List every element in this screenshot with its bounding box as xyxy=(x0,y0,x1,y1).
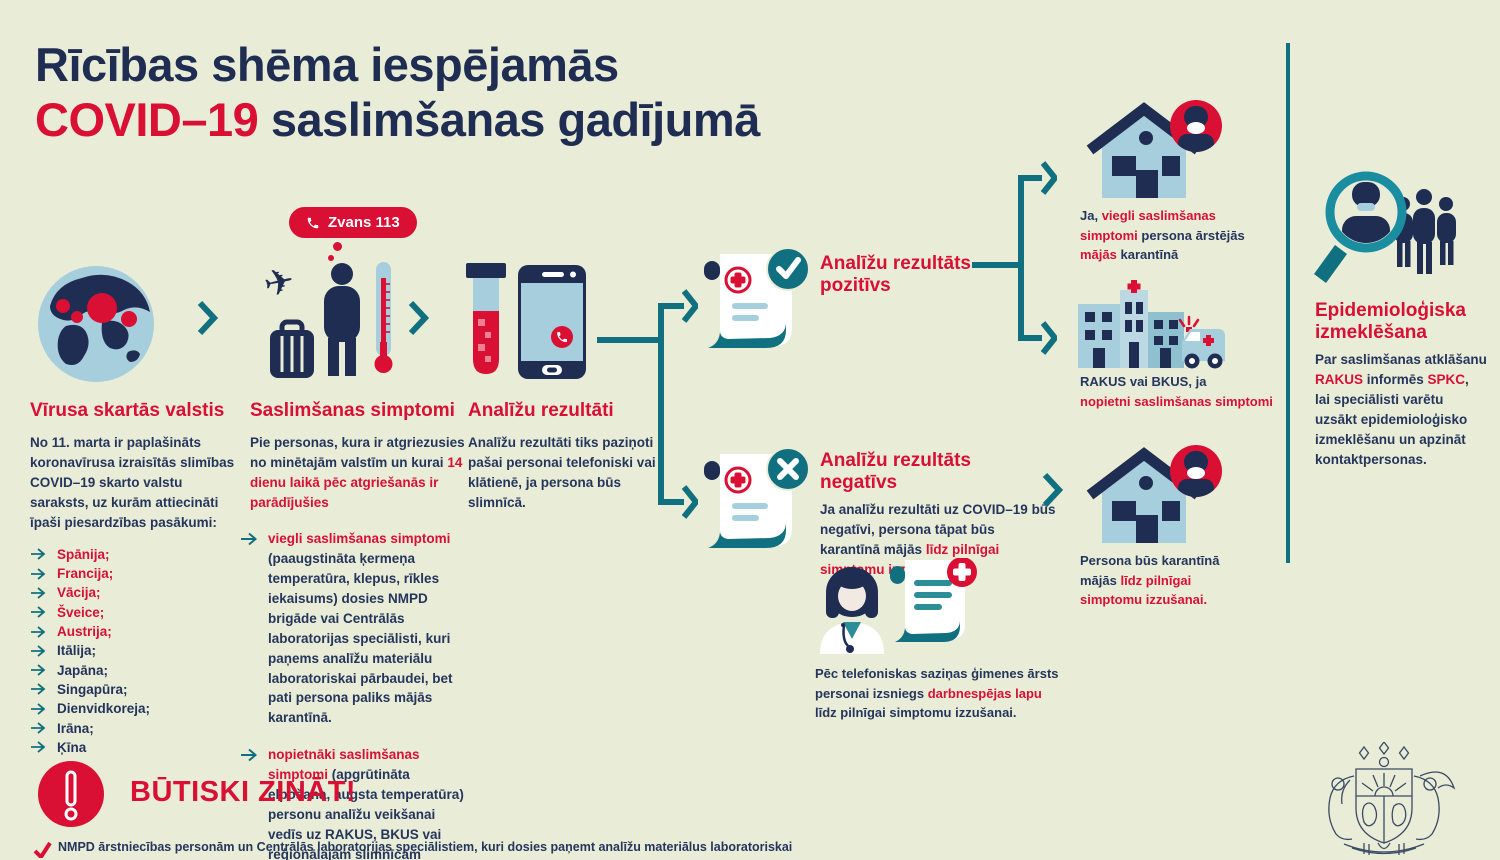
countries-list: Spānija; Francija; Vācija; Šveice; Austr… xyxy=(30,545,235,757)
country-item: Šveice; xyxy=(30,603,235,622)
svg-text:✈: ✈ xyxy=(262,260,298,306)
symptoms-heading: Saslimšanas simptomi xyxy=(250,400,455,421)
symptoms-intro: Pie personas, kura ir atgriezusies no mi… xyxy=(250,434,465,510)
title-line1: Rīcības shēma iespējamās xyxy=(35,38,619,91)
latvia-coat-of-arms xyxy=(1328,742,1456,855)
arrow-right-icon xyxy=(31,587,46,599)
epidemiology-magnifier-icon xyxy=(1314,171,1456,283)
country-item: Singapūra; xyxy=(30,680,235,699)
arrow-right-icon xyxy=(31,625,46,638)
country-item: Vācija; xyxy=(30,583,235,602)
arrow-right-icon xyxy=(31,683,46,696)
speech-dot xyxy=(328,255,334,261)
arrow-right-icon xyxy=(31,722,46,734)
symptoms-bullet-mild: viegli saslimšanas simptomi (paaugstināt… xyxy=(240,529,468,729)
flow-line xyxy=(1018,175,1042,181)
flow-line xyxy=(658,303,664,505)
negative-heading-line2: negatīvs xyxy=(820,471,898,493)
flow-line xyxy=(658,499,684,505)
negative-result-body: Ja analīžu rezultāti uz COVID–19 būs neg… xyxy=(820,502,1056,577)
country-item: Japāna; xyxy=(30,660,235,679)
title-covid: COVID–19 xyxy=(35,92,259,146)
arrow-right-icon xyxy=(31,567,46,580)
doctor-note-caption: Pēc telefoniskas saziņas ģimenes ārsts p… xyxy=(815,666,1059,720)
arrow-right-icon xyxy=(31,645,46,657)
epidemiology-heading: Epidemioloģiska izmeklēšana xyxy=(1315,300,1466,343)
country-item: Dienvidkoreja; xyxy=(30,699,235,718)
country-item: Ķīna xyxy=(30,738,235,757)
flow-line xyxy=(1018,335,1042,341)
chevron-right-icon xyxy=(408,300,430,336)
sick-leave-document-icon xyxy=(890,558,977,642)
country-item: Irāna; xyxy=(30,718,235,737)
traveler-symptoms-icon: ✈ xyxy=(262,260,393,378)
home-mild-caption: Ja, viegli saslimšanas simptomi persona … xyxy=(1080,208,1245,262)
home-quarantine-icon xyxy=(1086,445,1222,543)
negative-heading-line1: Analīžu rezultāts xyxy=(820,450,971,471)
arrowhead-icon xyxy=(682,485,698,519)
important-bullet: NMPD ārstniecības personām un Centrālās … xyxy=(58,840,793,854)
important-heading: BŪTISKI ZINĀT! xyxy=(130,776,357,808)
family-doctor-icon xyxy=(820,567,884,654)
arrow-right-icon xyxy=(31,703,46,715)
country-item: Itālija; xyxy=(30,641,235,660)
chevron-right-icon xyxy=(1042,472,1064,508)
arrowhead-icon xyxy=(1041,321,1057,355)
flow-line xyxy=(1018,175,1024,341)
arrowhead-icon xyxy=(1041,161,1057,195)
affected-countries-body: No 11. marta ir paplašināts koronavīrusa… xyxy=(30,434,235,530)
results-body: Analīžu rezultāti tiks paziņoti pašai pe… xyxy=(468,434,656,510)
results-heading: Analīžu rezultāti xyxy=(468,400,614,421)
positive-heading-line2: pozitīvs xyxy=(820,274,891,296)
title-line2: COVID–19 saslimšanas gadījumā xyxy=(35,93,760,148)
country-item: Austrija; xyxy=(30,622,235,641)
results-section: Analīžu rezultāti Analīžu rezultāti tiks… xyxy=(468,400,656,513)
positive-result-document-icon xyxy=(704,248,810,348)
flow-line xyxy=(597,337,661,343)
country-item: Francija; xyxy=(30,564,235,583)
arrow-right-icon xyxy=(241,749,258,762)
call-113-badge: Zvans 113 xyxy=(289,207,417,238)
exclamation-icon xyxy=(38,761,104,827)
home-quarantine-caption: Persona būs karantīnā mājās līdz pilnīga… xyxy=(1080,553,1220,607)
positive-result-heading: Analīžu rezultāts pozitīvs xyxy=(820,253,1010,297)
flow-line xyxy=(658,303,684,309)
symptoms-section: Saslimšanas simptomi Pie personas, kura … xyxy=(241,400,468,860)
flow-line xyxy=(972,262,1022,268)
country-item: Spānija; xyxy=(30,545,235,564)
arrow-right-icon xyxy=(31,741,46,753)
arrow-right-icon xyxy=(241,532,258,545)
testtube-phone-icon xyxy=(466,263,586,379)
home-quarantine-icon xyxy=(1086,100,1222,198)
arrow-right-icon xyxy=(31,664,46,676)
symptoms-bullet-serious: nopietnāki saslimšanas simptomi (apgrūti… xyxy=(240,745,468,860)
page-title: Rīcības shēma iespējamās COVID–19 saslim… xyxy=(35,38,760,148)
negative-result-heading: Analīžu rezultāts negatīvs xyxy=(820,450,1020,494)
affected-countries-heading: Vīrusa skartās valstis xyxy=(30,400,225,421)
globe-outbreak-icon xyxy=(38,266,154,382)
negative-result-document-icon xyxy=(704,448,810,548)
phone-icon xyxy=(307,217,319,228)
section-divider xyxy=(1286,43,1290,563)
epidemiology-body: Par saslimšanas atklāšanu RAKUS informēs… xyxy=(1315,352,1487,467)
speech-dot xyxy=(333,242,342,251)
arrow-right-icon xyxy=(31,548,46,561)
chevron-right-icon xyxy=(197,300,219,336)
arrowhead-icon xyxy=(682,289,698,323)
checkmark-icon xyxy=(33,841,52,858)
affected-countries-section: Vīrusa skartās valstis No 11. marta ir p… xyxy=(30,400,235,757)
call-badge-label: Zvans 113 xyxy=(328,214,400,231)
arrow-right-icon xyxy=(31,606,46,618)
title-line2-rest: saslimšanas gadījumā xyxy=(258,92,760,146)
positive-heading-line1: Analīžu rezultāts xyxy=(820,253,971,274)
hospital-ambulance-icon xyxy=(1078,280,1225,369)
